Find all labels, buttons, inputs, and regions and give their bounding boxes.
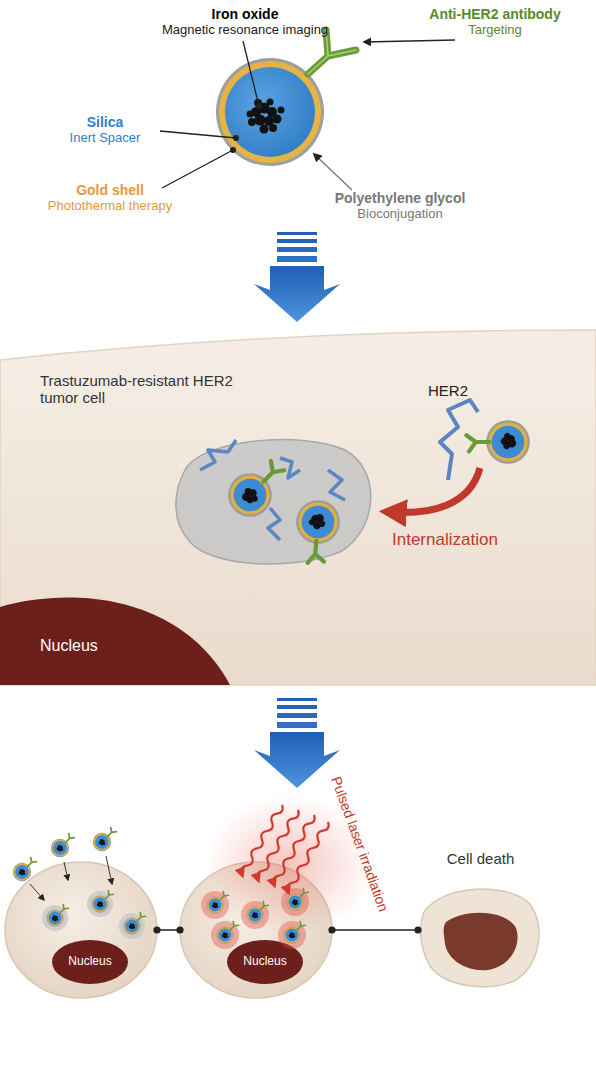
node-text: Nucleus <box>227 955 303 969</box>
annotation-label: Targeting <box>400 23 590 38</box>
iron-oxide-cluster <box>247 99 285 134</box>
tumor-cell: Trastuzumab-resistant HER2 tumor cellNuc… <box>0 330 596 685</box>
nanoparticle <box>93 828 117 852</box>
tumor-cell-outline <box>5 862 157 998</box>
leader-line <box>162 150 233 188</box>
leader-line <box>243 41 259 106</box>
tumor-cell: Nucleus <box>180 862 332 998</box>
iron-oxide <box>267 99 274 106</box>
annotation-label: HER2 <box>428 382 488 399</box>
iron-oxide <box>269 124 277 132</box>
dead-cell: Cell death <box>418 842 543 992</box>
process-arrow <box>254 232 340 322</box>
leader-arrow <box>364 40 455 42</box>
leader-line <box>160 131 236 138</box>
annotation-label: Internalization <box>392 530 542 550</box>
annotation-label: Pulsed laser irradiation <box>320 752 400 936</box>
nucleus-shape <box>0 598 230 685</box>
annotation-label: Inert Spacer <box>40 131 170 146</box>
tumor-cell-outline <box>180 862 332 998</box>
annotation-label: Anti-HER2 antibody <box>400 6 590 22</box>
nucleus-shape <box>52 940 128 984</box>
annotation-label: Polyethylene glycol <box>300 190 500 206</box>
nucleus: Nucleus <box>0 585 230 685</box>
connector-line <box>157 929 180 931</box>
process-arrow <box>254 698 340 788</box>
iron-oxide <box>264 116 274 126</box>
annotation-label: Iron oxide <box>150 6 340 22</box>
node-text: Nucleus <box>52 955 128 969</box>
annotation-label: Bioconjugation <box>300 207 500 222</box>
node-text: Cell death <box>418 850 543 867</box>
iron-oxide <box>254 99 262 107</box>
gold-shell <box>219 61 321 163</box>
nanoparticle <box>51 834 75 858</box>
annotation-label: Photothermal therapy <box>25 199 195 214</box>
iron-oxide <box>278 107 285 114</box>
leader-dot <box>230 147 236 153</box>
nucleus-shape <box>444 913 518 970</box>
leader-arrow <box>314 154 352 190</box>
tumor-cell-shape <box>0 330 596 685</box>
silica-core <box>225 67 315 157</box>
iron-oxide <box>251 107 261 117</box>
tumor-cell-shape <box>180 862 332 998</box>
leader-dot <box>233 135 239 141</box>
iron-oxide <box>267 107 277 117</box>
tumor-cell: Nucleus <box>5 862 157 998</box>
iron-oxide <box>259 103 270 114</box>
leader-dot <box>256 103 262 109</box>
connector-line <box>332 929 418 931</box>
annotation-label: Gold shell <box>25 182 195 198</box>
iron-oxide <box>247 111 254 118</box>
peg-layer <box>216 58 324 166</box>
iron-oxide <box>273 115 282 124</box>
tumor-cell-shape <box>5 862 157 998</box>
annotation-label: Silica <box>40 114 170 130</box>
annotation-label: Magnetic resonance imaging <box>150 23 340 38</box>
node-text: Trastuzumab-resistant HER2 tumor cell <box>40 372 240 407</box>
iron-oxide <box>248 118 256 126</box>
nucleus-outline <box>0 585 230 685</box>
node-text: Nucleus <box>40 637 160 655</box>
iron-oxide <box>255 115 266 126</box>
nucleus-shape <box>227 940 303 984</box>
iron-oxide <box>260 125 269 134</box>
dead-cell-shape <box>421 889 539 987</box>
